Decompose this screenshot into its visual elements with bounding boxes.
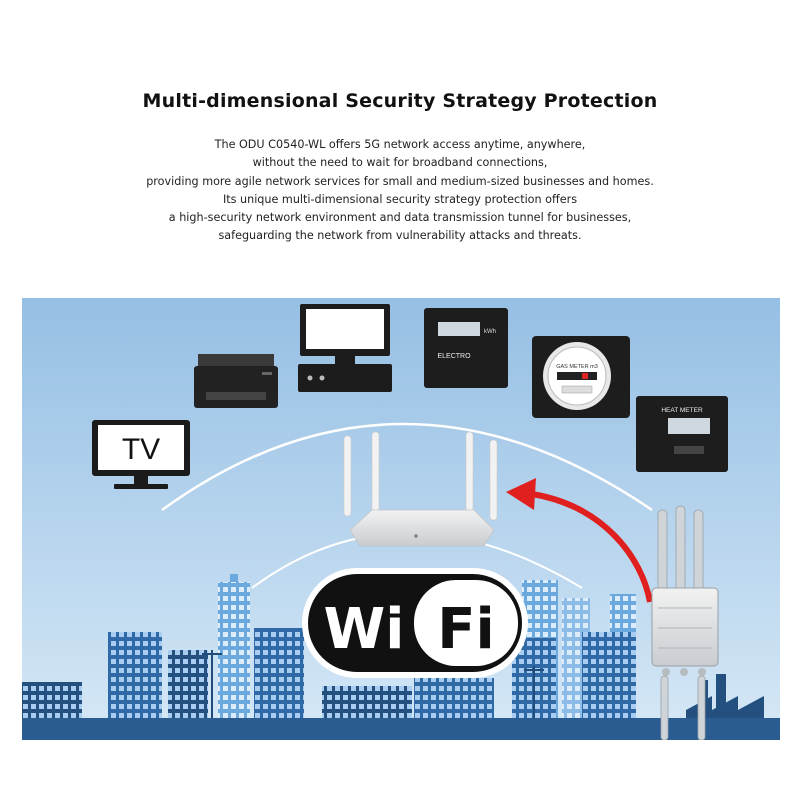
outdoor-cpe-unit xyxy=(651,505,719,740)
printer-device xyxy=(194,354,278,408)
desktop-computer xyxy=(298,304,392,392)
network-illustration: TV xyxy=(22,298,780,740)
kwh-label: kWh xyxy=(484,329,496,335)
wifi-logo: Wi Fi xyxy=(302,568,528,678)
page-title: Multi-dimensional Security Strategy Prot… xyxy=(142,90,658,112)
heat-meter: HEAT METER xyxy=(636,396,728,472)
illustration-svg: TV xyxy=(22,298,780,740)
description-paragraph: The ODU C0540-WL offers 5G network acces… xyxy=(60,136,740,246)
description-line: Its unique multi-dimensional security st… xyxy=(222,192,578,206)
arrow-head xyxy=(506,478,536,510)
electricity-meter: kWh ELECTRO xyxy=(424,308,508,388)
indoor-router xyxy=(343,431,498,547)
gas-meter: GAS METER m3 xyxy=(532,336,630,418)
tv-label: TV xyxy=(122,433,160,466)
city-skyline xyxy=(22,574,780,740)
description-line: providing more agile network services fo… xyxy=(146,174,654,188)
outer-signal-arc xyxy=(161,422,653,512)
gas-meter-label: GAS METER m3 xyxy=(556,364,598,370)
wifi-logo-fi: Fi xyxy=(437,597,494,662)
electro-label: ELECTRO xyxy=(437,353,471,360)
description-line: without the need to wait for broadband c… xyxy=(252,156,548,170)
connection-arrow xyxy=(531,491,653,603)
wifi-logo-wi: Wi xyxy=(324,597,405,662)
description-line: The ODU C0540-WL offers 5G network acces… xyxy=(214,138,586,151)
heat-meter-label: HEAT METER xyxy=(661,407,703,414)
description-line: a high-security network environment and … xyxy=(168,211,632,225)
tv-device: TV xyxy=(92,420,190,489)
description-line: safeguarding the network from vulnerabil… xyxy=(218,229,582,243)
